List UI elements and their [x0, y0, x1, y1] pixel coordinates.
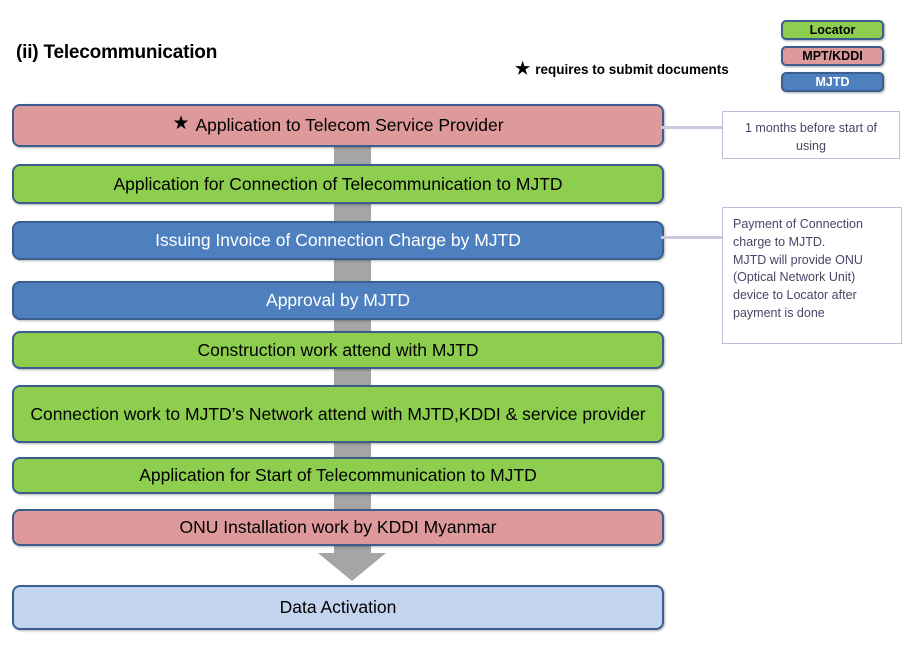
- flow-connector: [334, 369, 371, 385]
- flow-step-3[interactable]: Issuing Invoice of Connection Charge by …: [12, 221, 664, 260]
- flowchart: ★Application to Telecom Service Provider…: [12, 0, 664, 652]
- flow-step-2[interactable]: Application for Connection of Telecommun…: [12, 164, 664, 204]
- flow-connector: [334, 494, 371, 509]
- flow-connector: [334, 443, 371, 457]
- flow-step-8[interactable]: ONU Installation work by KDDI Myanmar: [12, 509, 664, 546]
- flow-connector: [334, 147, 371, 164]
- flow-step-label: Approval by MJTD: [266, 290, 410, 310]
- legend-item-label: MPT/KDDI: [802, 49, 863, 63]
- legend-item-locator: Locator: [781, 20, 884, 40]
- flow-step-label: Application for Start of Telecommunicati…: [139, 465, 537, 485]
- legend-item-label: MJTD: [815, 75, 850, 89]
- flow-step-6[interactable]: Connection work to MJTD’s Network attend…: [12, 385, 664, 443]
- star-legend-label: requires to submit documents: [535, 62, 729, 77]
- flow-step-label: Issuing Invoice of Connection Charge by …: [155, 230, 521, 250]
- flow-step-label: Construction work attend with MJTD: [197, 339, 479, 360]
- flow-step-label: Data Activation: [279, 597, 397, 617]
- callout-note: Payment of Connection charge to MJTD. MJ…: [722, 207, 902, 344]
- flow-step-label: Application for Connection of Telecommun…: [113, 173, 563, 194]
- star-icon: ★: [515, 59, 531, 78]
- flow-step-label: Connection work to MJTD’s Network attend…: [30, 403, 646, 424]
- page-title: (ii) Telecommunication: [16, 42, 218, 63]
- star-icon: ★: [172, 113, 190, 135]
- flow-step-label: Application to Telecom Service Provider: [195, 115, 504, 135]
- flow-step-label: ONU Installation work by KDDI Myanmar: [179, 517, 497, 537]
- legend-item-mjtd: MJTD: [781, 72, 884, 92]
- flow-connector: [334, 320, 371, 331]
- callout-connector-line: [661, 236, 723, 239]
- flow-step-4[interactable]: Approval by MJTD: [12, 281, 664, 320]
- star-legend-note: ★ requires to submit documents: [515, 59, 729, 78]
- legend-item-label: Locator: [809, 23, 856, 37]
- flow-arrow-head: [318, 553, 386, 581]
- flow-connector: [334, 260, 371, 281]
- flow-step-5[interactable]: Construction work attend with MJTD: [12, 331, 664, 369]
- callout-connector-line: [661, 126, 723, 129]
- flow-connector: [334, 204, 371, 221]
- legend-item-mpt-kddi: MPT/KDDI: [781, 46, 884, 66]
- flow-step-9[interactable]: Data Activation: [12, 585, 664, 630]
- callout-note: 1 months before start of using: [722, 111, 900, 159]
- flow-step-7[interactable]: Application for Start of Telecommunicati…: [12, 457, 664, 494]
- flow-step-1[interactable]: ★Application to Telecom Service Provider: [12, 104, 664, 147]
